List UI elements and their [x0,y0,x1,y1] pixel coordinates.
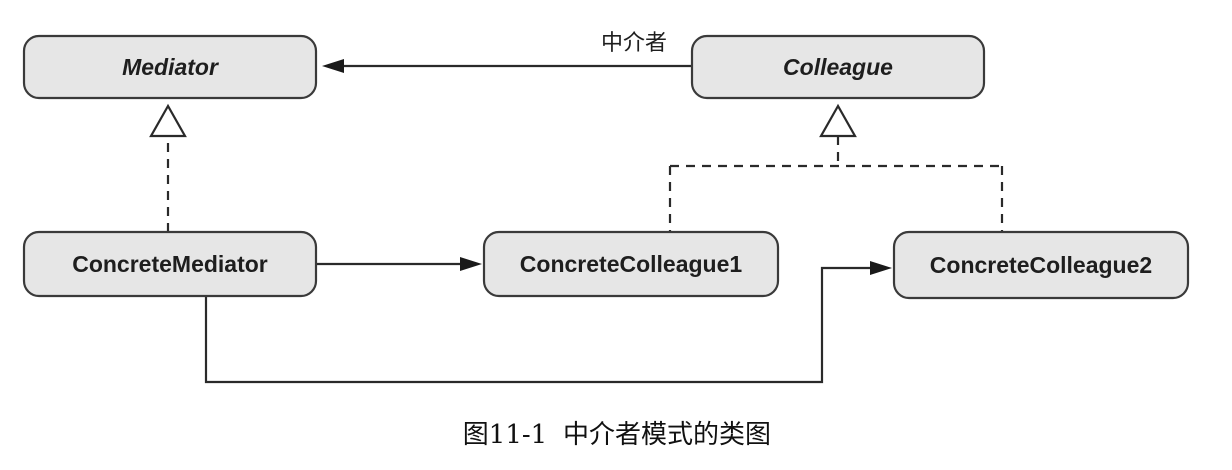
figure-caption-title: 中介者模式的类图 [563,420,771,450]
concrete-colleague2-box: ConcreteColleague2 [892,230,1190,300]
colleague-to-mediator-arrowhead [322,59,344,73]
concrete-colleague2-label: ConcreteColleague2 [930,252,1152,278]
concrete-colleague1-label: ConcreteColleague1 [520,251,743,277]
mediator-realization-triangle [149,103,187,138]
mediator-label: Mediator [122,54,219,80]
concrete-mediator-to-colleague2-arrowhead [870,261,892,275]
colleague-label: Colleague [783,54,893,80]
concrete-colleague1-box: ConcreteColleague1 [482,230,780,298]
concrete-mediator-to-colleague2-line [204,266,874,384]
concrete-mediator-box: ConcreteMediator [22,230,318,298]
figure-caption-number: 图11-1 [463,420,547,450]
concrete-mediator-to-colleague1-arrowhead [460,257,482,271]
colleague-box: Colleague [690,34,986,100]
mediator-box: Mediator [22,34,318,100]
concrete-mediator-label: ConcreteMediator [72,251,268,277]
colleague-realization-triangle [819,103,857,138]
mediator-association-label: 中介者 [601,31,667,56]
